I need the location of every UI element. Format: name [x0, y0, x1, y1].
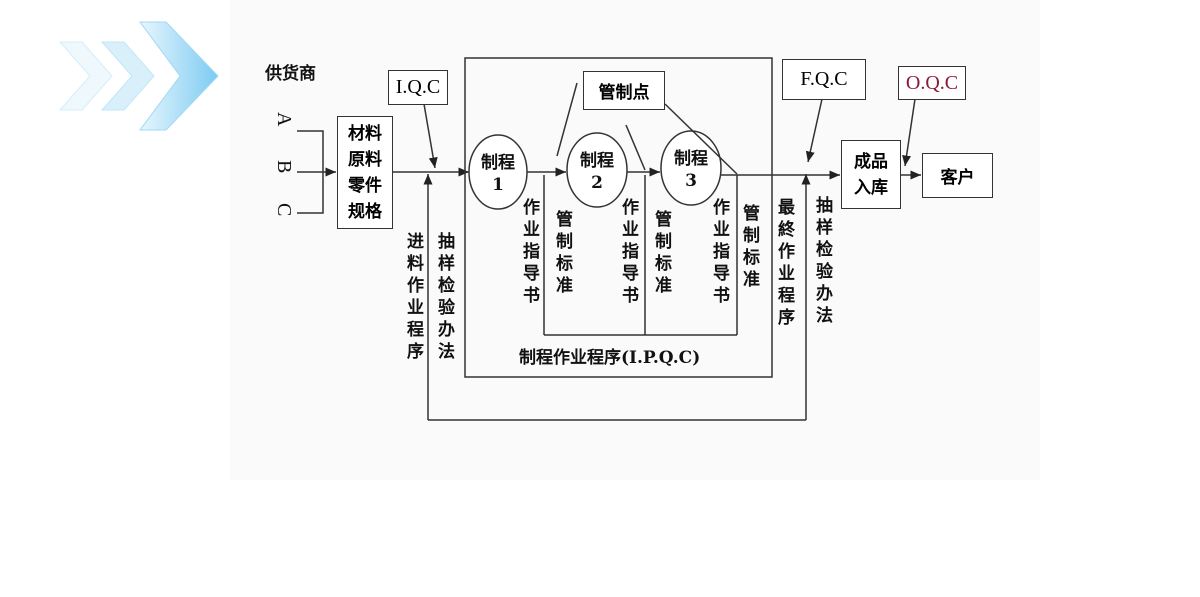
- fqc-note-sampling: 抽样检验办法: [812, 196, 832, 328]
- process-1-label: 制程 1: [476, 152, 520, 196]
- process-1-work-instruction: 作业指导书: [519, 198, 539, 308]
- process-name: 制程: [674, 149, 708, 169]
- materials-box: 材料 原料 零件 规格: [337, 116, 393, 229]
- iqc-note-sampling: 抽样检验办法: [434, 232, 454, 364]
- chevron-decoration-icon: [58, 21, 219, 131]
- materials-line: 原料: [348, 149, 382, 170]
- materials-line: 规格: [348, 201, 382, 222]
- process-2-label: 制程 2: [575, 150, 619, 194]
- warehouse-box: 成品 入库: [841, 140, 901, 209]
- source-a: A: [273, 112, 295, 132]
- source-c: C: [273, 203, 295, 222]
- materials-line: 材料: [348, 123, 382, 144]
- iqc-box: I.Q.C: [388, 70, 448, 105]
- warehouse-line: 成品: [854, 151, 888, 172]
- process-name: 制程: [481, 153, 515, 173]
- process-number: 2: [591, 173, 603, 193]
- process-2-work-instruction: 作业指导书: [618, 198, 638, 308]
- process-1-control-standard: 管制标准: [552, 210, 572, 298]
- process-name: 制程: [580, 151, 614, 171]
- customer-box: 客户: [922, 153, 993, 198]
- ipqc-label: 制程作业程序(I.P.Q.C): [519, 348, 701, 368]
- process-number: 1: [492, 175, 504, 195]
- control-point-box: 管制点: [583, 71, 665, 110]
- process-3-work-instruction: 作业指导书: [709, 198, 729, 308]
- source-b: B: [273, 160, 295, 179]
- process-3-label: 制程 3: [669, 148, 713, 192]
- fqc-note-final-procedure: 最終作业程序: [774, 198, 794, 330]
- process-3-control-standard: 管制标准: [739, 204, 759, 292]
- warehouse-line: 入库: [854, 177, 888, 198]
- fqc-box: F.Q.C: [782, 59, 866, 100]
- iqc-note-procedure: 进料作业程序: [403, 232, 423, 364]
- process-number: 3: [685, 171, 697, 191]
- supplier-label: 供货商: [265, 64, 316, 84]
- oqc-box: O.Q.C: [898, 66, 966, 100]
- process-2-control-standard: 管制标准: [651, 210, 671, 298]
- materials-line: 零件: [348, 175, 382, 196]
